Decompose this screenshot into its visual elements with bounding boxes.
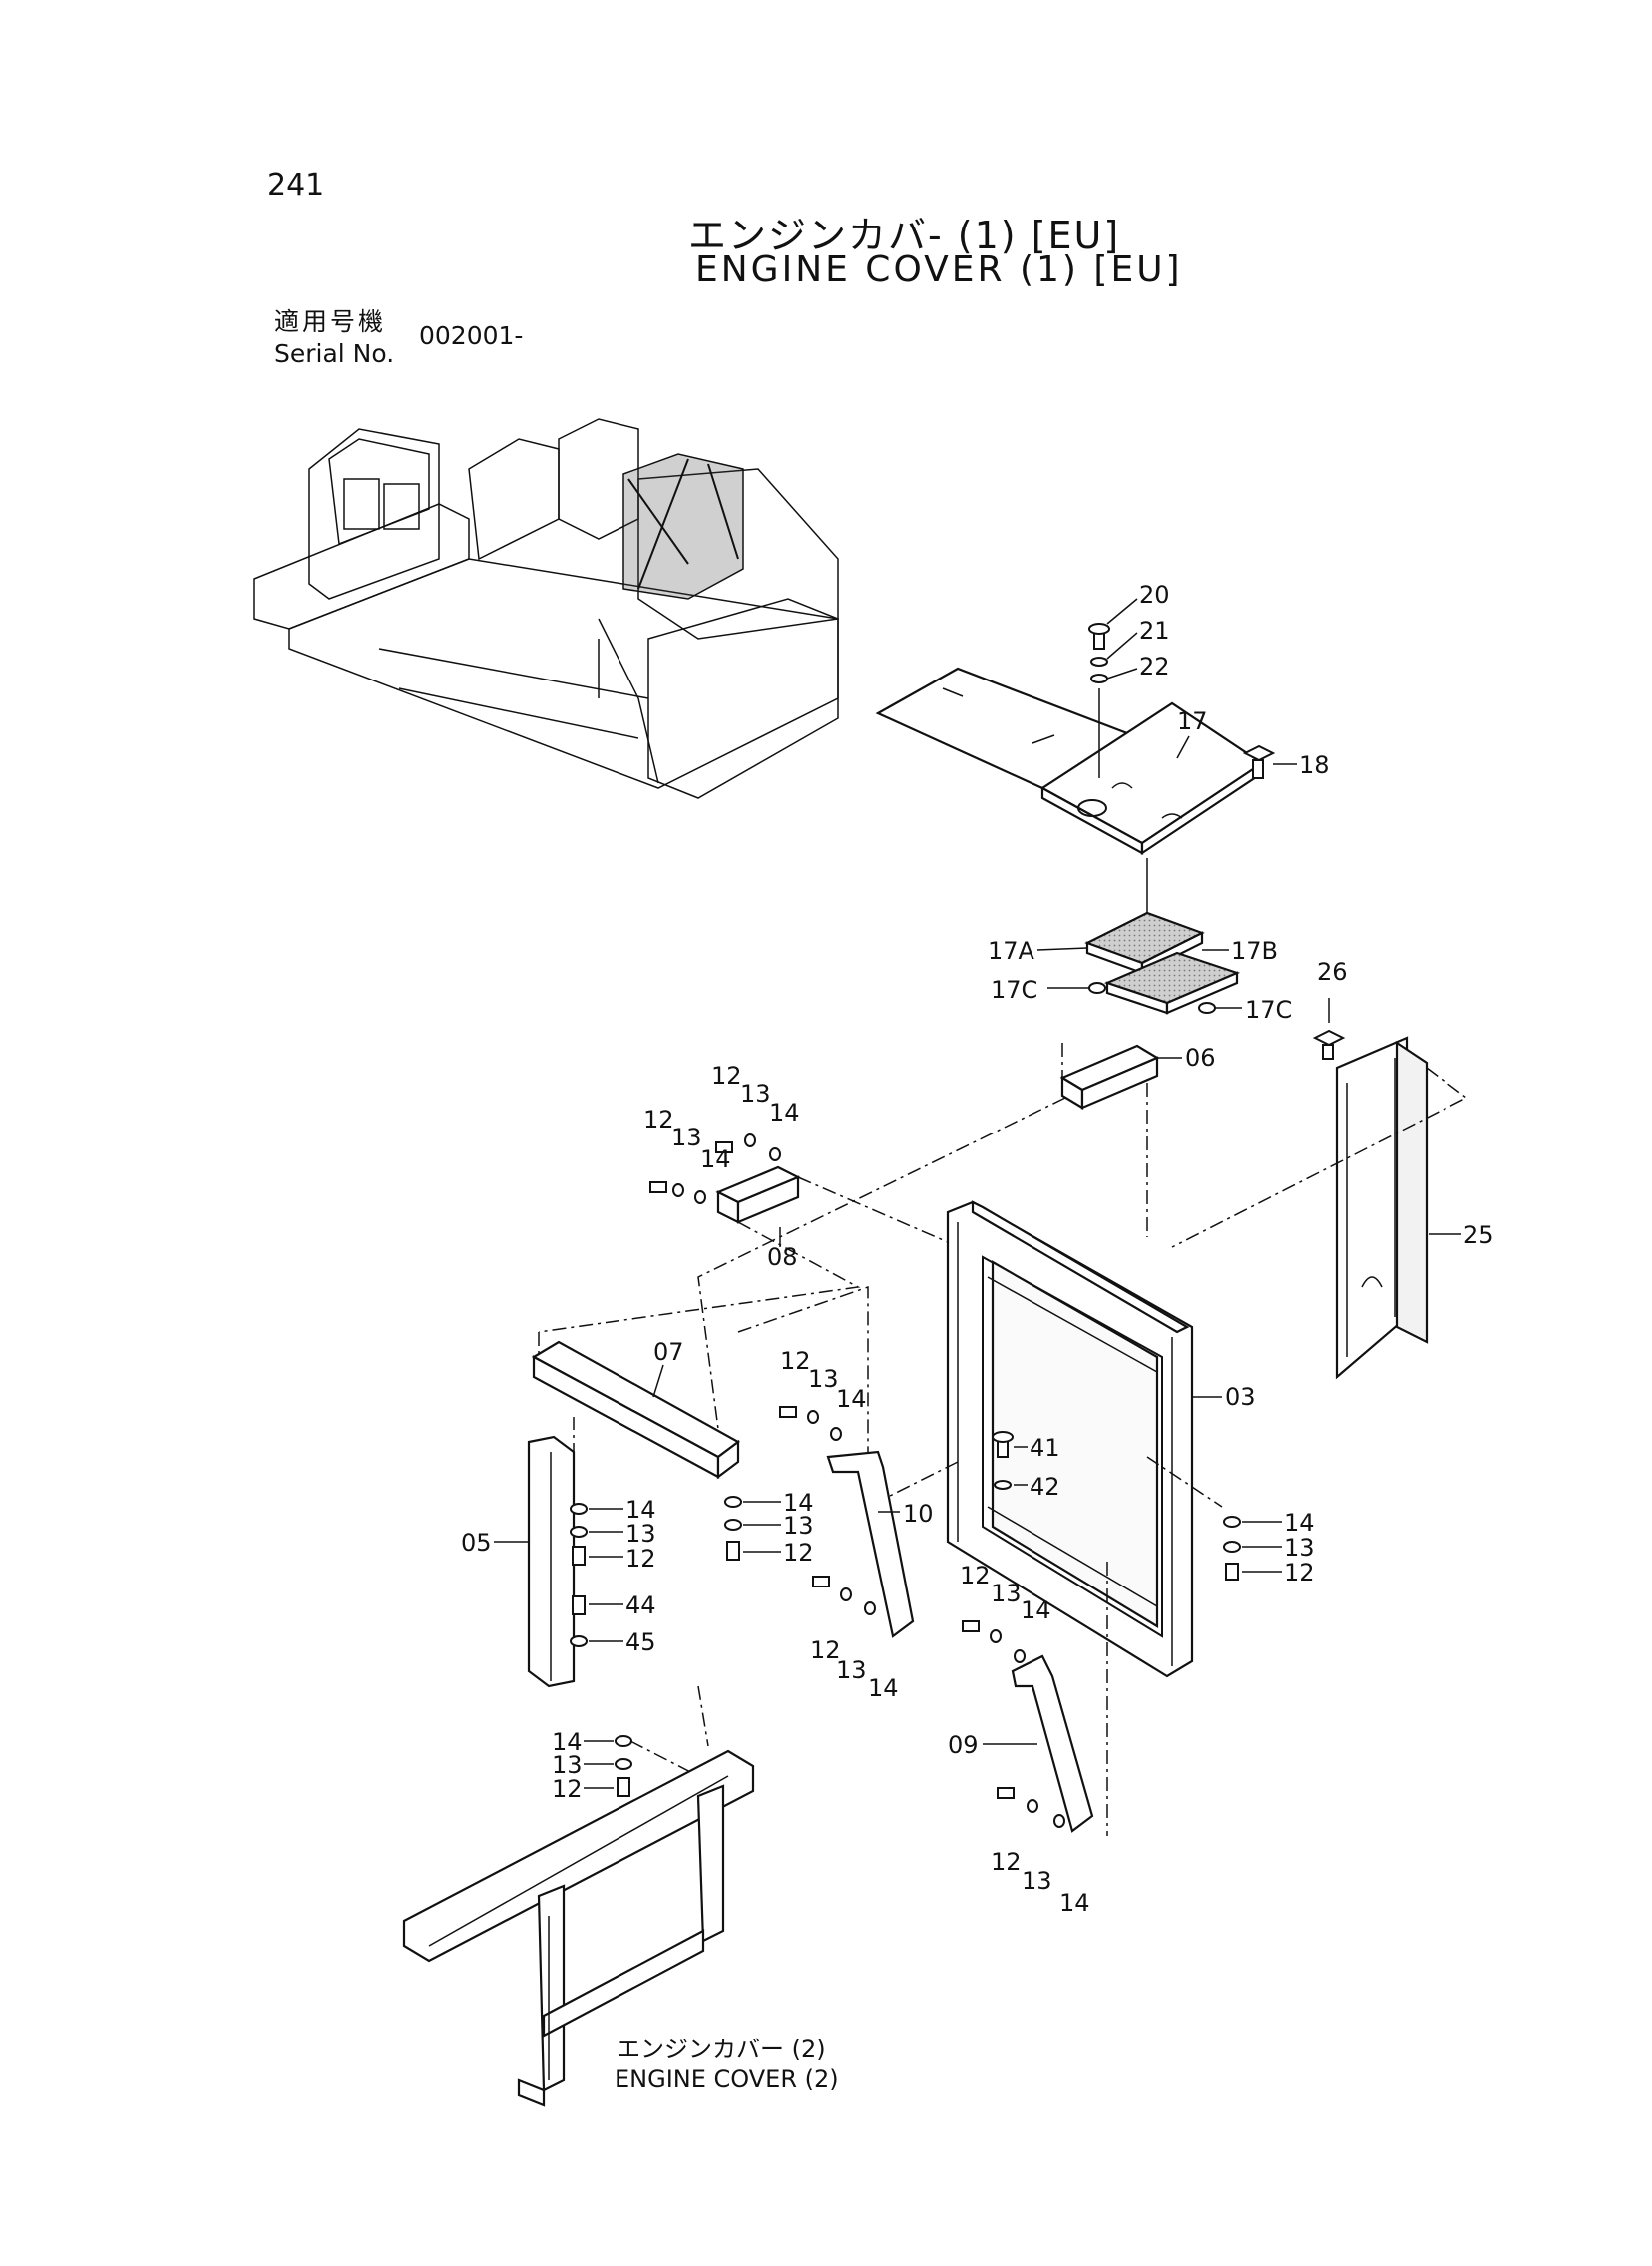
engine-cover-2-label-japanese: エンジンカバー (2) xyxy=(617,2036,826,2063)
callout-42: 42 xyxy=(1030,1473,1060,1501)
side-panel-25 xyxy=(1171,998,1468,1380)
hardware-group-1 xyxy=(649,1133,781,1204)
hardware-group-9 xyxy=(1146,1456,1282,1581)
callout-25: 25 xyxy=(1463,1221,1494,1249)
callout-g8-14: 14 xyxy=(1284,1509,1315,1537)
callout-g2-14: 14 xyxy=(769,1099,800,1127)
callout-g5-14: 14 xyxy=(783,1489,814,1517)
hardware-group-10 xyxy=(584,1735,699,1797)
callout-g7-12: 12 xyxy=(960,1562,991,1589)
callout-g6-13: 13 xyxy=(836,1656,867,1684)
serial-label-japanese: 適用号機 xyxy=(274,307,387,336)
page-number: 241 xyxy=(267,168,325,203)
engine-cover-2-label-english: ENGINE COVER (2) xyxy=(615,2065,839,2093)
callout-g5-12: 12 xyxy=(783,1539,814,1567)
callout-g3-12: 12 xyxy=(780,1347,811,1375)
callout-21: 21 xyxy=(1139,617,1170,645)
rubber-pads-17 xyxy=(1036,858,1242,1015)
hardware-group-6 xyxy=(812,1576,876,1615)
callout-g4-12: 12 xyxy=(625,1545,656,1573)
callout-07: 07 xyxy=(653,1338,684,1366)
hardware-group-7 xyxy=(962,1620,1026,1663)
hardware-group-9b xyxy=(997,1787,1065,1828)
callout-g10-13: 13 xyxy=(552,1751,583,1779)
callout-g2-13: 13 xyxy=(740,1080,771,1108)
callout-05: 05 xyxy=(461,1529,492,1557)
callout-08: 08 xyxy=(767,1243,798,1271)
callout-18: 18 xyxy=(1299,751,1330,779)
callout-g4-13: 13 xyxy=(625,1520,656,1548)
callout-g6-14: 14 xyxy=(868,1674,899,1702)
callout-g6-12: 12 xyxy=(810,1636,841,1664)
strut-09 xyxy=(983,1562,1108,1836)
callout-22: 22 xyxy=(1139,653,1170,680)
callout-g5-13: 13 xyxy=(783,1512,814,1540)
callout-g1-13: 13 xyxy=(671,1124,702,1151)
serial-label-english: Serial No. xyxy=(274,339,395,368)
callout-17A: 17A xyxy=(988,937,1035,965)
page-title-english: ENGINE COVER (1) [EU] xyxy=(695,249,1183,290)
serial-number-value: 002001- xyxy=(419,321,524,350)
bracket-08 xyxy=(538,1097,1066,1468)
callout-44: 44 xyxy=(625,1591,656,1619)
callout-10: 10 xyxy=(903,1500,934,1528)
frame-03 xyxy=(946,1200,1222,1678)
callout-g2-12: 12 xyxy=(711,1062,742,1090)
callout-g1-14: 14 xyxy=(700,1145,731,1173)
bracket-06 xyxy=(1059,1043,1182,1237)
hardware-group-3 xyxy=(779,1406,842,1441)
callout-17: 17 xyxy=(1177,707,1208,735)
bolt-41-washer-42 xyxy=(992,1431,1028,1490)
callout-g7-14: 14 xyxy=(1021,1596,1051,1624)
callout-g4-14: 14 xyxy=(625,1496,656,1524)
hardware-group-5 xyxy=(724,1496,781,1561)
callout-17B: 17B xyxy=(1231,937,1278,965)
strut-10 xyxy=(826,1450,959,1638)
callout-g10-12: 12 xyxy=(552,1775,583,1803)
callout-09: 09 xyxy=(948,1731,979,1759)
bolt-18 xyxy=(1242,744,1297,779)
engine-cover-2-frame xyxy=(402,1749,755,2107)
bolt-20-washers xyxy=(1088,598,1138,778)
hardware-group-4 xyxy=(570,1503,623,1647)
callout-g9-14: 14 xyxy=(1059,1889,1090,1917)
callout-03: 03 xyxy=(1225,1383,1256,1411)
post-05 xyxy=(494,1417,709,1747)
beam-07 xyxy=(531,1285,869,1480)
callout-17C-right: 17C xyxy=(1245,996,1292,1024)
machine-overview-illustration xyxy=(253,418,839,799)
callout-20: 20 xyxy=(1139,581,1170,609)
callout-41: 41 xyxy=(1030,1434,1060,1462)
top-cover-plates xyxy=(875,667,1264,856)
callout-g8-12: 12 xyxy=(1284,1559,1315,1586)
callout-06: 06 xyxy=(1185,1044,1216,1072)
callout-g7-13: 13 xyxy=(991,1580,1022,1607)
callout-17C-left: 17C xyxy=(991,976,1037,1004)
page-title-japanese: エンジンカバ- (1) [EU] xyxy=(688,214,1121,257)
callout-g1-12: 12 xyxy=(643,1106,674,1133)
callout-g9-12: 12 xyxy=(991,1848,1022,1876)
callout-26: 26 xyxy=(1317,958,1348,986)
callout-g8-13: 13 xyxy=(1284,1534,1315,1562)
callout-g3-14: 14 xyxy=(836,1385,867,1413)
callout-g10-14: 14 xyxy=(552,1728,583,1756)
callout-45: 45 xyxy=(625,1628,656,1656)
callout-g3-13: 13 xyxy=(808,1365,839,1393)
callout-g9-13: 13 xyxy=(1022,1867,1052,1895)
